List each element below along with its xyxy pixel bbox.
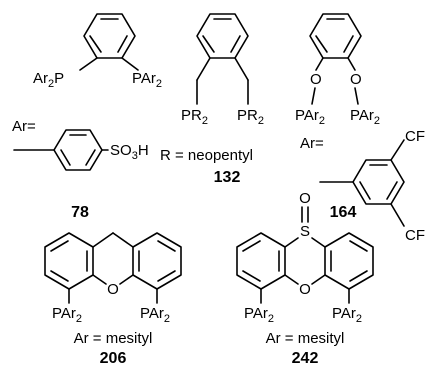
compound-132-note: R = neopentyl: [160, 147, 253, 164]
compound-206-structure: O PAr2 PAr2: [44, 232, 182, 325]
oxygen-242-label: O: [299, 281, 311, 298]
compound-206-note: Ar = mesityl: [74, 330, 153, 347]
compound-242-number: 242: [292, 350, 319, 367]
sulfur-242-label: S: [300, 223, 310, 240]
par2-206-left-label: PAr2: [52, 305, 82, 325]
compound-78-structure: Ar2P PAr2: [33, 13, 162, 90]
oxygen-right-label: O: [350, 71, 362, 88]
compound-78-aryl-definition: Ar= SO3H: [12, 118, 149, 171]
par2-242-left-label: PAr2: [244, 305, 274, 325]
compound-78-ar-label: Ar=: [12, 118, 36, 135]
compound-242-note: Ar = mesityl: [266, 330, 345, 347]
par2-label: PAr2: [132, 70, 162, 90]
pr2-left-label: PR2: [181, 107, 208, 127]
cf-bottom-label: CF: [405, 227, 425, 244]
compound-132-structure: PR2 PR2: [181, 13, 264, 127]
compound-132-number: 132: [214, 169, 241, 186]
compound-206-number: 206: [100, 350, 127, 367]
compound-78-number: 78: [71, 204, 89, 221]
oxygen-206-label: O: [107, 281, 119, 298]
sulfonic-acid-label: SO3H: [110, 142, 149, 162]
pr2-right-label: PR2: [237, 107, 264, 127]
cf-top-label: CF: [405, 128, 425, 145]
compound-164-ar-label: Ar=: [300, 135, 324, 152]
par2-164-left-label: PAr2: [295, 107, 325, 127]
compound-164-number: 164: [330, 204, 357, 221]
compound-164-aryl-definition: Ar= CF CF: [300, 128, 425, 244]
par2-164-right-label: PAr2: [350, 107, 380, 127]
par2-242-right-label: PAr2: [332, 305, 362, 325]
compound-164-structure: O O PAr2 PAr2: [295, 13, 380, 127]
ar2p-label: Ar2P: [33, 70, 64, 90]
par2-206-right-label: PAr2: [140, 305, 170, 325]
sulfoxide-oxygen-label: O: [299, 190, 311, 207]
compound-242-structure: S O O PAr2 PAr2: [236, 190, 374, 325]
oxygen-left-label: O: [310, 71, 322, 88]
